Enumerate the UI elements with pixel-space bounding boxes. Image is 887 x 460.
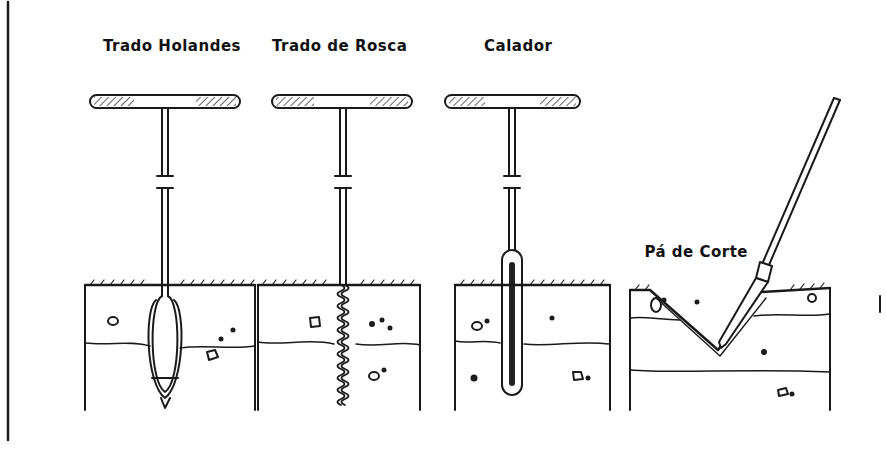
border-line <box>7 2 10 440</box>
soil-block <box>455 280 610 410</box>
dutch-auger <box>90 95 240 408</box>
soil-block <box>85 280 255 410</box>
tool-label: Pá de Corte <box>644 243 748 261</box>
cutting-spade <box>719 98 840 348</box>
soil-block <box>630 283 830 410</box>
screw-auger <box>272 95 412 405</box>
soil-probe <box>445 95 580 395</box>
tool-label: Trado de Rosca <box>272 37 407 55</box>
soil-block <box>258 280 420 410</box>
tool-label: Trado Holandes <box>103 37 241 55</box>
tool-label: Calador <box>484 37 552 55</box>
border-tick <box>879 296 881 312</box>
